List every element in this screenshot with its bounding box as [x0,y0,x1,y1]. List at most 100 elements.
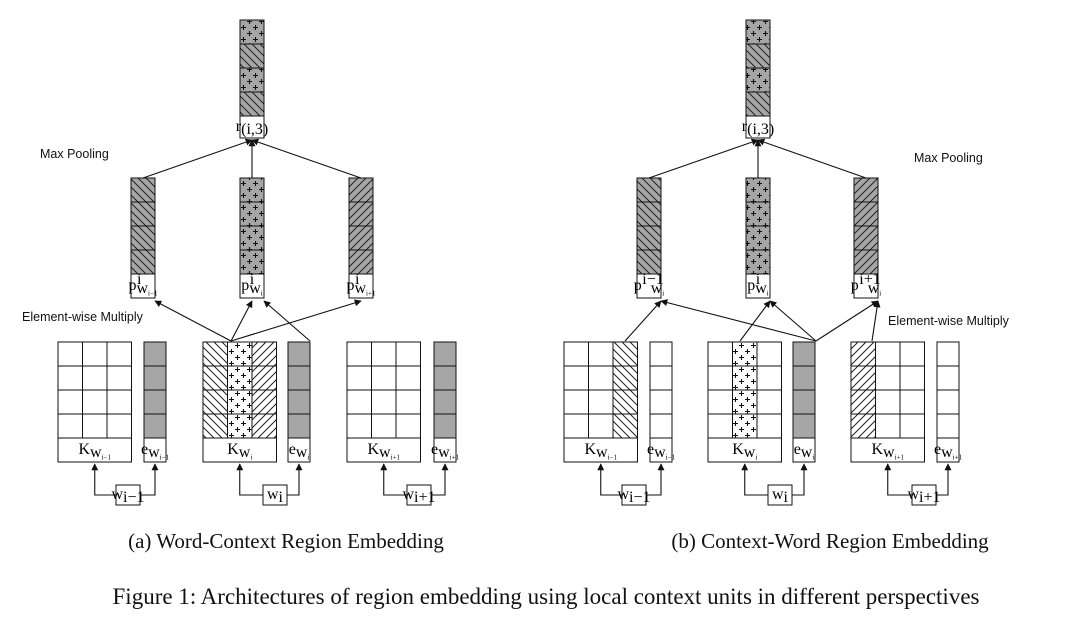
pooled-cell-pattern [349,226,373,250]
matrix-cell [82,414,107,438]
pooling-arrow [648,138,759,179]
matrix-cell-pattern [227,390,252,414]
matrix-cell-pattern [851,342,876,366]
vector-label: ewi+1 [934,441,963,462]
vector-cell [937,414,959,438]
matrix-cell [757,342,782,366]
word-label: wi−1 [617,486,650,506]
max-pooling-label: Max Pooling [914,151,983,165]
matrix-label-box [346,437,421,463]
multiply-arrows-b [624,299,881,342]
multiply-arrow [769,300,817,342]
region-cell-pattern [240,20,264,44]
matrix-cell [708,366,733,390]
matrix-cell [757,390,782,414]
matrix-cell-pattern [203,414,228,438]
matrix-cell [396,342,421,366]
pooled-label-box [348,273,374,299]
matrix-label: Kwi [227,441,252,462]
figure-caption: Figure 1: Architectures of region embedd… [113,584,980,609]
element-wise-multiply-label: Element-wise Multiply [22,310,144,324]
lookup-arrow-vector [792,463,808,496]
matrix-cell-pattern [252,342,277,366]
vector-cell [793,414,815,438]
matrix-cell-pattern [613,366,638,390]
matrix-cell [708,342,733,366]
matrix-cell-pattern [203,342,228,366]
word-label: wi [267,486,284,506]
multiply-arrow [660,299,817,342]
pooled-cell-pattern [637,226,661,250]
pooled-cell-pattern [349,178,373,202]
multiply-arrows-a [154,299,362,342]
vector-cell [434,342,456,366]
vector-cell [434,366,456,390]
region-label-box [239,115,265,139]
vector-cell [288,342,310,366]
matrix-cell [564,390,589,414]
matrix-cell [371,342,396,366]
matrix-cell [58,414,83,438]
pooled-label-box [745,273,771,299]
vector-label-box [936,437,960,463]
matrix-cell [875,390,900,414]
lookup-arrow-matrix [597,463,622,496]
pooling-arrow [142,138,253,179]
matrix-label-box [563,437,638,463]
pooled-cell-pattern [637,202,661,226]
lookup-arrow-matrix [884,463,912,496]
matrix-cell-pattern [613,390,638,414]
matrix-cell [396,366,421,390]
pooled-cell-pattern [349,202,373,226]
lookup-arrow-matrix [236,463,263,496]
pooled-cell-pattern [854,202,878,226]
matrix-label: Kwi [732,441,757,462]
caption-b: (b) Context-Word Region Embedding [671,529,989,553]
vector-label-box [792,437,816,463]
matrix-cell [708,414,733,438]
vector-cell [650,366,672,390]
matrix-cell [900,390,925,414]
vector-cell [144,414,166,438]
matrix-cell [347,414,372,438]
matrix-cell [82,390,107,414]
multiply-arrow [263,300,311,342]
vector-label: ewi−1 [141,441,170,462]
pooled-cell-pattern [131,226,155,250]
pooling-arrow [757,138,867,179]
region-label: r(i,3) [742,118,774,138]
matrix-cell [875,342,900,366]
pooled-cell-pattern [131,202,155,226]
word-label: wi+1 [907,486,940,506]
multiply-arrow [624,300,662,342]
matrix-cell-pattern [613,414,638,438]
pooled-label-box [130,273,156,299]
pooled-cell-pattern [746,178,770,202]
lookup-arrow-vector [140,463,159,496]
vector-cell [650,342,672,366]
vector-cell [288,414,310,438]
pooled-label-box [239,273,265,299]
matrix-cell-pattern [227,342,252,366]
matrix-cell [107,342,132,366]
vector-cell [793,390,815,414]
pooled-cell-pattern [240,202,264,226]
vector-cell [288,390,310,414]
region-cell-pattern [240,68,264,92]
region-label: r(i,3) [236,118,268,138]
lookup-arrow-matrix [380,463,407,496]
matrix-cell [107,414,132,438]
matrix-cell [107,390,132,414]
matrix-cell [347,366,372,390]
vector-cell [937,390,959,414]
